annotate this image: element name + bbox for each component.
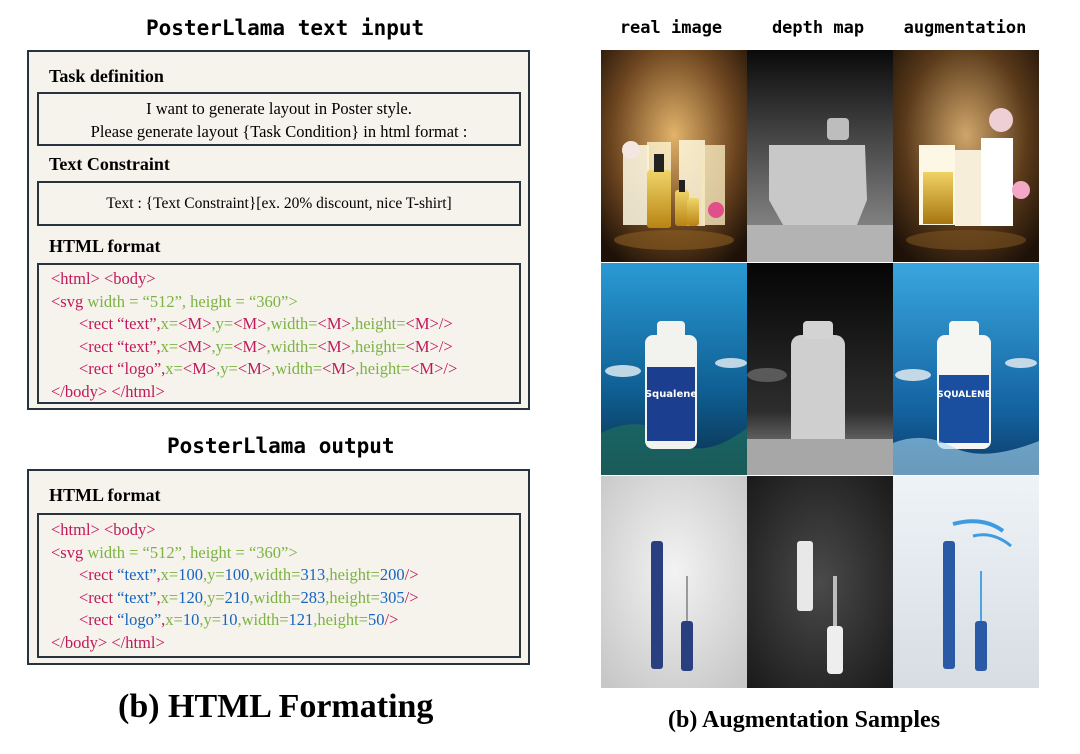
sample-mascara-depth [747,476,893,688]
html-format-input-box: <html> <body> <svg width = “512”, height… [37,263,521,404]
text-constraint-text: Text : {Text Constraint}[ex. 20% discoun… [106,195,452,212]
sample-oil-augmented [893,50,1039,262]
code-rect-row: <rect “text”,x=100,y=100,width=313,heigh… [79,565,419,585]
sample-mascara-augmented [893,476,1039,688]
sample-squalene-depth [747,263,893,475]
task-definition-line1: I want to generate layout in Poster styl… [146,99,412,118]
column-header-augmentation: augmentation [903,18,1027,38]
column-header-depth-map: depth map [771,18,865,38]
sample-squalene-real: Squalene [601,263,747,475]
sample-squalene-augmented: SQUALENE [893,263,1039,475]
html-format-output-box: <html> <body> <svg width = “512”, height… [37,513,521,658]
code-html-open: <html> <body> [51,269,156,288]
sample-oil-real [601,50,747,262]
input-panel: Task definition I want to generate layou… [27,50,530,410]
code-rect-row: <rect “text”,x=<M>,y=<M>,width=<M>,heigh… [79,314,453,334]
task-definition-line2: Please generate layout {Task Condition} … [90,122,468,141]
bottle-label: Squalene [645,389,698,400]
code-html-close: </body> </html> [51,632,165,652]
code-svg-tag: <svg [51,291,84,311]
code-rect-row: <rect “text”,x=<M>,y=<M>,width=<M>,heigh… [79,336,453,356]
code-html-close: </body> </html> [51,381,165,401]
html-formatting-caption: (b) HTML Formating [118,688,434,725]
augmentation-samples-caption: (b) Augmentation Samples [668,707,941,733]
sample-mascara-real [601,476,747,688]
code-svg-attrs: width = “512”, height = “360”> [87,291,298,311]
column-header-real-image: real image [619,18,723,38]
output-panel: HTML format <html> <body> <svg width = “… [27,469,530,665]
bottle-label-augmented: SQUALENE [937,390,991,400]
text-constraint-label: Text Constraint [49,154,170,174]
code-rect-row: <rect “text”,x=120,y=210,width=283,heigh… [79,587,419,607]
code-rect-row: <rect “logo”,x=10,y=10,width=121,height=… [79,610,399,630]
code-html-open: <html> <body> [51,520,156,539]
task-definition-label: Task definition [49,66,164,86]
html-format-input-label: HTML format [49,236,161,256]
html-format-output-label: HTML format [49,485,161,505]
text-constraint-box: Text : {Text Constraint}[ex. 20% discoun… [37,181,521,226]
task-definition-box: I want to generate layout in Poster styl… [37,92,521,146]
sample-oil-depth [747,50,893,262]
code-rect-row: <rect “logo”,x=<M>,y=<M>,width=<M>,heigh… [79,359,458,379]
input-section-title: PosterLlama text input [146,16,425,40]
code-svg-tag: <svg [51,542,84,562]
output-section-title: PosterLlama output [167,434,395,458]
code-svg-attrs: width = “512”, height = “360”> [87,542,298,562]
